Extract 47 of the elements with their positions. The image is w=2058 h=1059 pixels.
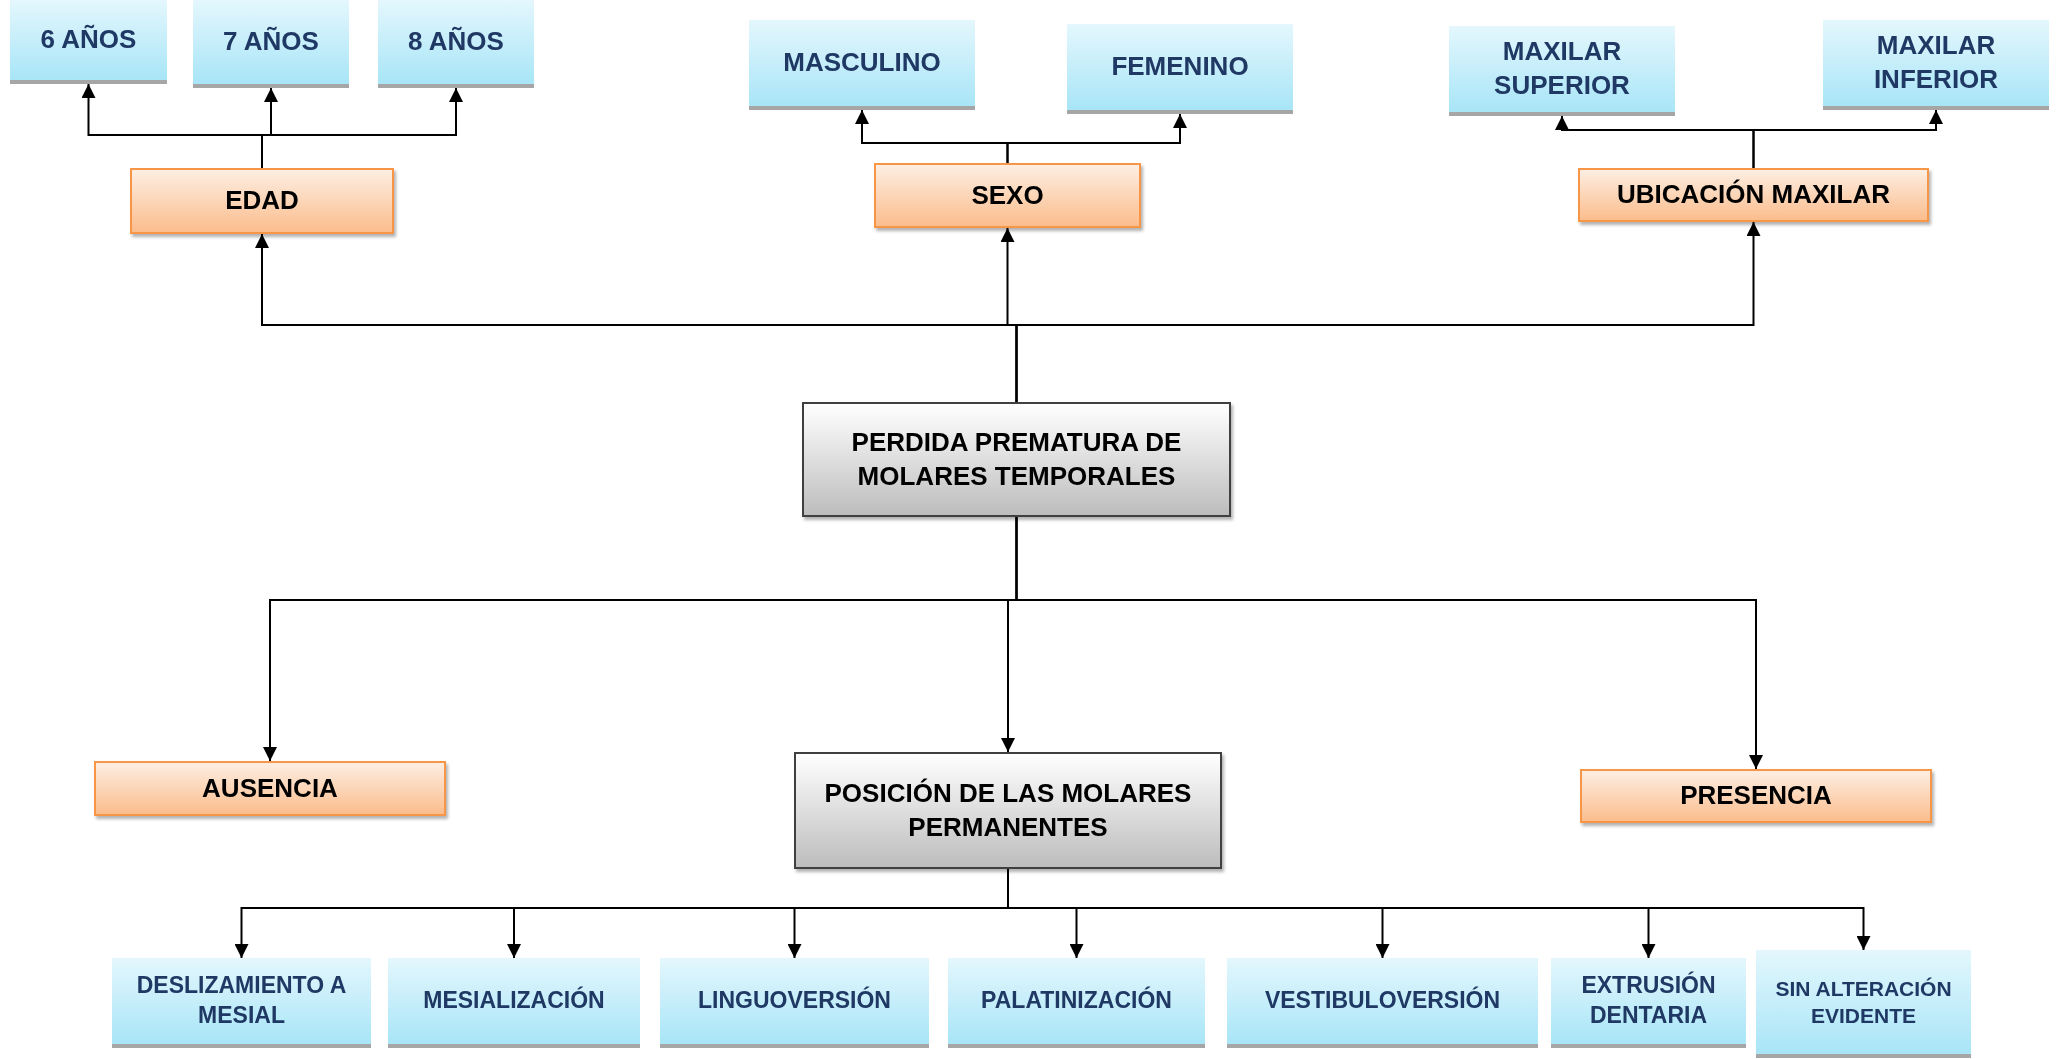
box-label: FEMENINO	[1111, 50, 1249, 84]
box-label: AUSENCIA	[202, 771, 338, 805]
category-box	[749, 20, 975, 110]
arrow	[1015, 516, 1763, 770]
category-box	[1756, 950, 1971, 1058]
box-label: EXTRUSIÓN DENTARIA	[1580, 971, 1717, 1030]
box-label: PALATINIZACIÓN	[981, 986, 1172, 1016]
process-box	[802, 402, 1231, 517]
box-label: VESTIBULOVERSIÓN	[1264, 986, 1501, 1016]
process-box	[794, 752, 1222, 869]
category-box	[94, 761, 446, 816]
category-box	[1551, 958, 1746, 1048]
category-box	[1823, 20, 2049, 110]
category-box	[193, 0, 349, 88]
category-box	[388, 958, 640, 1048]
category-box	[660, 958, 929, 1048]
category-box	[1227, 958, 1538, 1048]
arrow	[261, 87, 463, 169]
category-box	[874, 163, 1141, 228]
box-label: 6 AÑOS	[40, 23, 137, 57]
box-label: MAXILAR SUPERIOR	[1493, 35, 1631, 102]
category-box	[1067, 24, 1293, 114]
arrow	[1006, 113, 1187, 164]
category-box	[1578, 168, 1929, 222]
box-label: SEXO	[971, 178, 1044, 212]
box-label: PERDIDA PREMATURA DE MOLARES TEMPORALES	[850, 425, 1183, 493]
box-label: DESLIZAMIENTO A MESIAL	[135, 971, 348, 1030]
box-label: MAXILAR INFERIOR	[1872, 29, 2000, 96]
box-label: PRESENCIA	[1680, 779, 1832, 813]
box-label: UBICACIÓN MAXILAR	[1617, 178, 1890, 212]
box-label: POSICIÓN DE LAS MOLARES PERMANENTES	[823, 776, 1193, 844]
box-label: LINGUOVERSIÓN	[698, 986, 891, 1016]
category-box	[130, 168, 394, 234]
box-label: SIN ALTERACIÓN EVIDENTE	[1774, 975, 1953, 1029]
category-box	[948, 958, 1205, 1048]
box-label: 8 AÑOS	[408, 25, 504, 59]
arrow	[1015, 221, 1761, 403]
category-box	[1580, 769, 1932, 823]
category-box	[1449, 26, 1675, 116]
box-label: EDAD	[225, 184, 299, 218]
box-label: 7 AÑOS	[223, 25, 319, 59]
category-box	[378, 0, 534, 88]
category-box	[112, 958, 371, 1048]
box-label: MESIALIZACIÓN	[423, 986, 605, 1016]
arrow	[1752, 109, 1943, 169]
category-box	[10, 0, 167, 84]
box-label: MASCULINO	[783, 46, 941, 80]
